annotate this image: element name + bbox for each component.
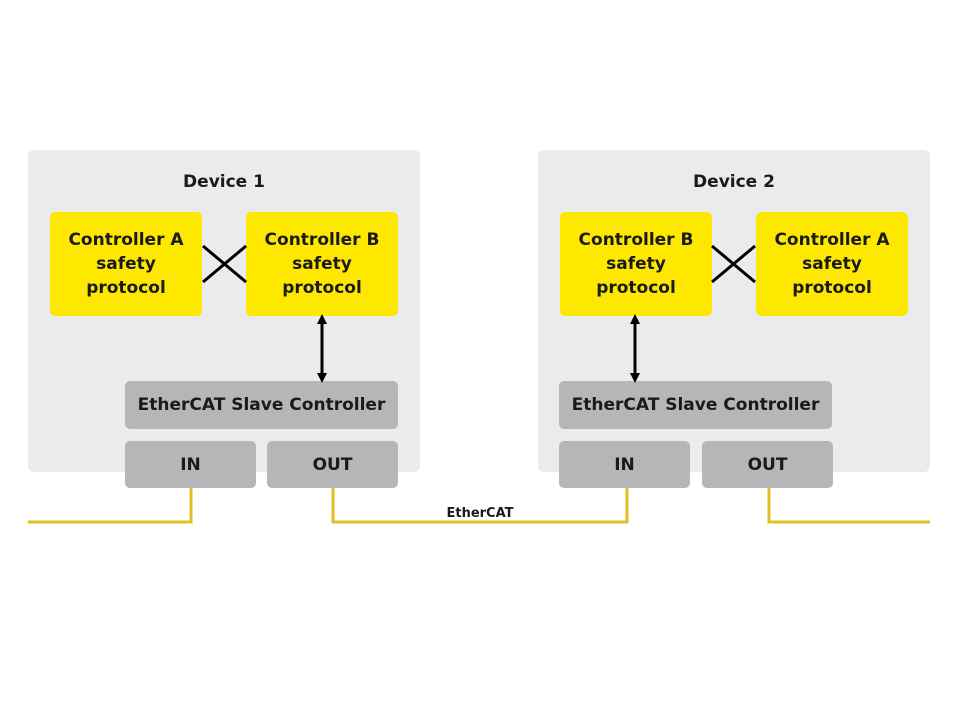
device-1-title: Device 1	[183, 172, 265, 192]
device-1-esc-label: EtherCAT Slave Controller	[137, 395, 386, 415]
device-2-controller-a-label: Controller A safety protocol	[774, 230, 890, 298]
device-2-controller-b-label: Controller B safety protocol	[578, 230, 694, 298]
device-1-panel: Device 1 Controller A safety protocol Co…	[28, 150, 420, 472]
device-2-in-port: IN	[559, 441, 690, 488]
device-1-in-label: IN	[180, 454, 201, 475]
device-2-out-port: OUT	[702, 441, 833, 488]
ethercat-bus	[28, 488, 930, 524]
device-2-out-label: OUT	[747, 454, 788, 475]
device-2-in-label: IN	[614, 454, 635, 475]
device-2-controller-a: Controller A safety protocol	[756, 212, 908, 316]
device-1-out-port: OUT	[267, 441, 398, 488]
bus-segment-middle	[331, 488, 629, 524]
device-1-controller-a: Controller A safety protocol	[50, 212, 202, 316]
bus-segment-right	[767, 488, 930, 524]
device-1-controller-b: Controller B safety protocol	[246, 212, 398, 316]
device-2-controller-b: Controller B safety protocol	[560, 212, 712, 316]
device-1-ethercat-slave-controller: EtherCAT Slave Controller	[125, 381, 398, 429]
ethercat-bus-label: EtherCAT	[446, 506, 514, 521]
device-2-cross-link	[711, 244, 756, 284]
device-1-controller-a-label: Controller A safety protocol	[68, 230, 184, 298]
device-1-in-port: IN	[125, 441, 256, 488]
bus-segment-left	[28, 488, 193, 524]
device-2-esc-label: EtherCAT Slave Controller	[571, 395, 820, 415]
device-2-title: Device 2	[693, 172, 775, 192]
device-1-controller-b-label: Controller B safety protocol	[264, 230, 380, 298]
device-1-out-label: OUT	[312, 454, 353, 475]
device-1-cross-link	[202, 244, 247, 284]
device-2-panel: Device 2 Controller B safety protocol Co…	[538, 150, 930, 472]
device-2-ethercat-slave-controller: EtherCAT Slave Controller	[559, 381, 832, 429]
